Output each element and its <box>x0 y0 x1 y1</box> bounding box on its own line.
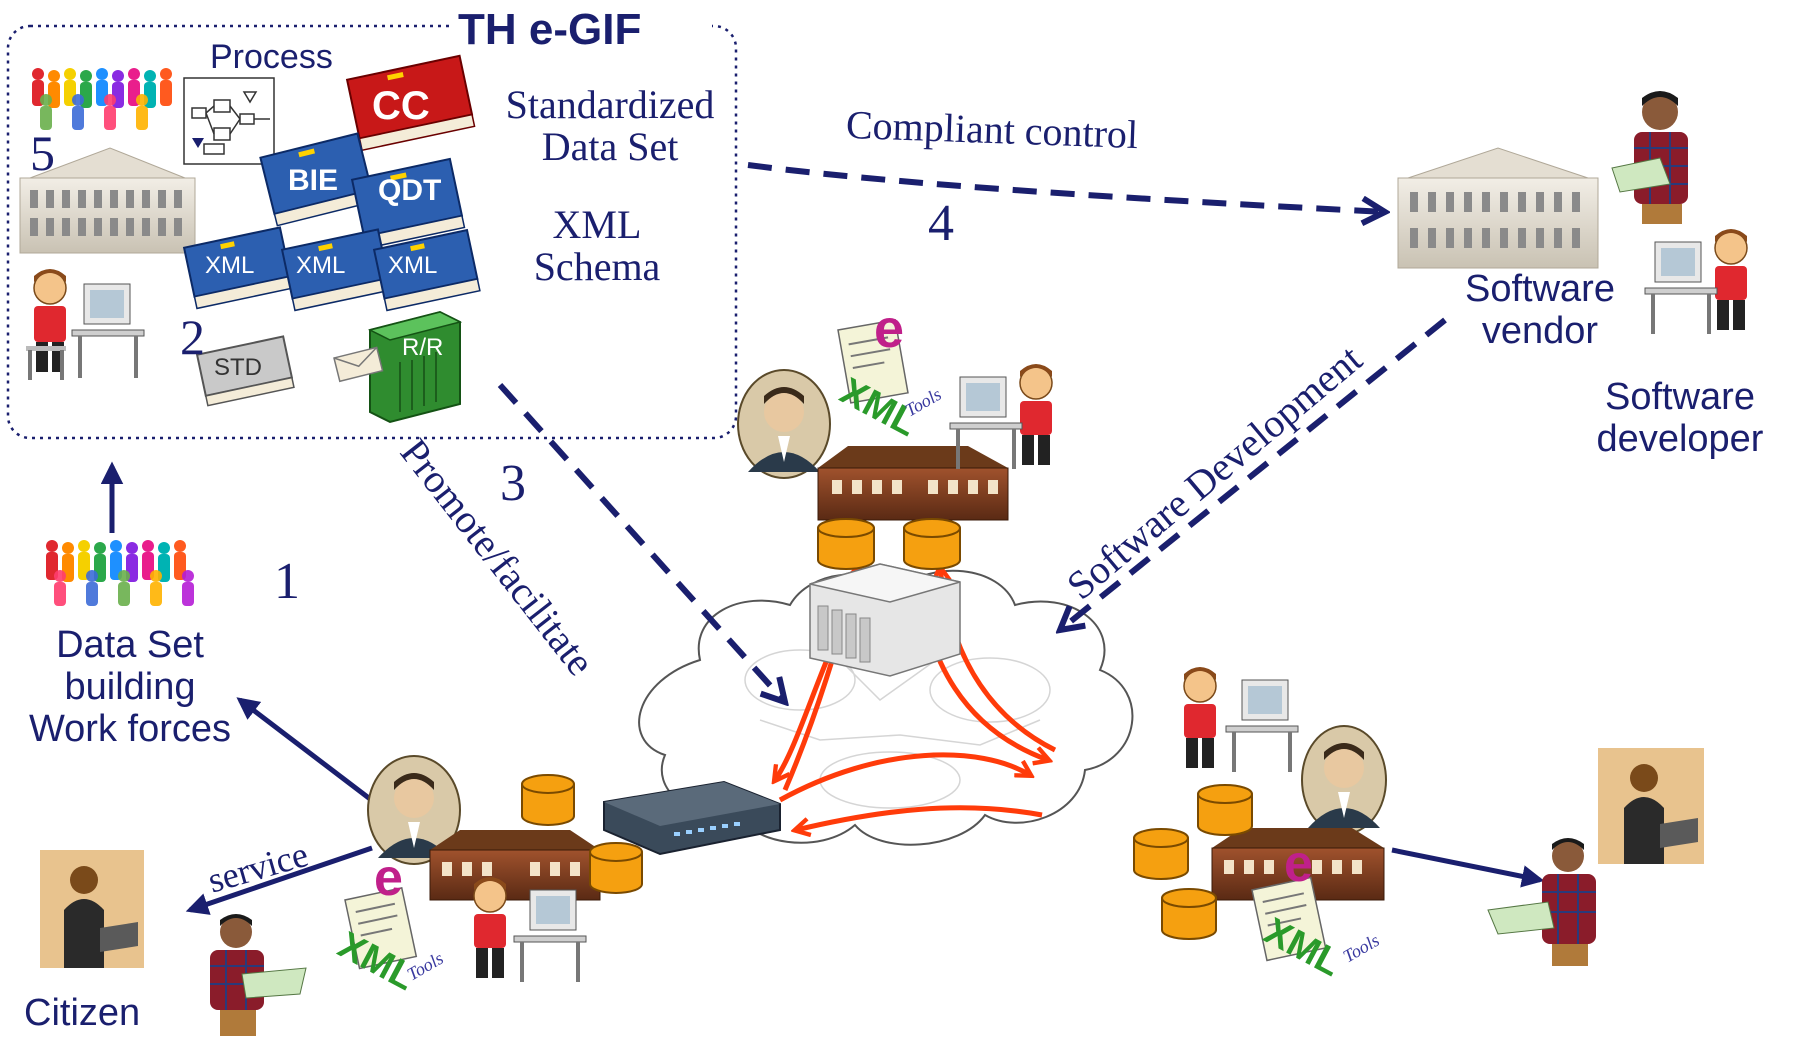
envelope-icon <box>333 346 384 383</box>
software-developer-line-1: Software <box>1605 376 1755 418</box>
right-xml-doc-icon <box>1251 876 1327 962</box>
citizen-label: Citizen <box>24 992 141 1034</box>
standardized-data-set-label: Standardized Data Set <box>480 84 740 168</box>
right-woman-icon <box>1598 748 1704 864</box>
software-vendor-label: Software vendor <box>1450 268 1630 352</box>
software-vendor-line-2: vendor <box>1481 310 1599 352</box>
arrow-to-right-person <box>1391 847 1545 888</box>
citizen-man-icon <box>210 914 307 1036</box>
qdt-book-icon <box>350 157 466 250</box>
left-xml-doc-icon <box>344 887 418 970</box>
books-group <box>182 54 481 407</box>
right-e-badge: e <box>1284 835 1313 893</box>
cc-book-icon <box>345 54 476 152</box>
center-xml-doc-icon <box>837 319 909 404</box>
center-official-portrait <box>737 369 831 479</box>
process-label: Process <box>210 38 333 76</box>
building-icon <box>19 147 196 254</box>
arrow-promote-facilitate <box>497 382 785 702</box>
network-switch-icon <box>603 780 781 856</box>
frame-title-bg <box>452 6 712 52</box>
bie-book-label: BIE <box>288 164 339 197</box>
center-computer-user-icon <box>949 364 1053 469</box>
software-vendor-line-1: Software <box>1465 268 1615 310</box>
compliant-control-label: Compliant control <box>845 101 1139 158</box>
process-diagram-icon <box>183 77 275 165</box>
step-2-label: 2 <box>180 309 205 365</box>
arrow-compliant-control <box>747 162 1385 212</box>
citizen-woman-icon <box>40 850 144 968</box>
bie-book-icon <box>259 132 376 227</box>
software-developer-label: Software developer <box>1580 376 1780 460</box>
data-set-line: Data Set <box>541 124 679 169</box>
step-3-label: 3 <box>500 455 526 512</box>
crowd-icon <box>32 68 172 130</box>
xml-book-3-label: XML <box>388 252 438 279</box>
standardized-line: Standardized <box>505 82 715 127</box>
vendor-person-icon <box>1611 91 1688 224</box>
rr-server-icon <box>367 310 463 424</box>
workforces-line-1: Data Set <box>56 624 204 666</box>
vendor-building-icon <box>1397 147 1599 269</box>
xml-line: XML <box>552 202 642 247</box>
frame-computer-user-icon <box>26 269 145 380</box>
left-e-badge: e <box>374 849 403 907</box>
developer-computer-user-icon <box>1644 229 1748 334</box>
cc-book-label: CC <box>372 84 430 128</box>
arrow-to-workforces <box>236 697 380 807</box>
xml-book-3-icon <box>372 228 481 312</box>
right-database-icons <box>1133 784 1253 940</box>
step-4-label: 4 <box>928 195 954 252</box>
std-book-icon <box>195 335 295 407</box>
left-official-portrait <box>367 755 461 865</box>
workforces-line-3: Work forces <box>28 708 231 750</box>
step-1-label: 1 <box>274 553 300 610</box>
frame-title: TH e-GIF <box>458 5 642 54</box>
left-computer-user-icon <box>473 877 587 982</box>
xml-book-2-label: XML <box>296 252 346 279</box>
xml-book-1-label: XML <box>205 252 255 279</box>
center-e-badge: e <box>874 299 905 359</box>
std-book-label: STD <box>214 354 262 381</box>
data-set-workforces-label: Data Set building Work forces <box>2 624 258 750</box>
xml-schema-label: XML Schema <box>512 204 682 288</box>
solid-arrows <box>100 461 1545 915</box>
right-man-icon <box>1487 838 1596 966</box>
right-official-portrait <box>1301 725 1387 835</box>
right-computer-user-icon <box>1183 667 1299 772</box>
center-database-icons <box>817 518 961 570</box>
workforces-line-2: building <box>64 666 196 708</box>
center-server-rack-icon <box>809 563 961 677</box>
schema-line: Schema <box>533 244 661 289</box>
arrow-software-development <box>1060 317 1447 630</box>
xml-book-2-icon <box>280 228 392 312</box>
workforce-crowd-icon <box>46 540 194 606</box>
rr-server-label: R/R <box>402 334 444 361</box>
software-developer-line-2: developer <box>1596 418 1764 460</box>
arrow-service <box>185 845 373 915</box>
qdt-book-label: QDT <box>378 174 442 207</box>
left-database-icons <box>521 774 643 894</box>
center-building-icon <box>817 446 1009 521</box>
dashed-arrows <box>497 162 1447 702</box>
step-5-label: 5 <box>30 125 55 181</box>
